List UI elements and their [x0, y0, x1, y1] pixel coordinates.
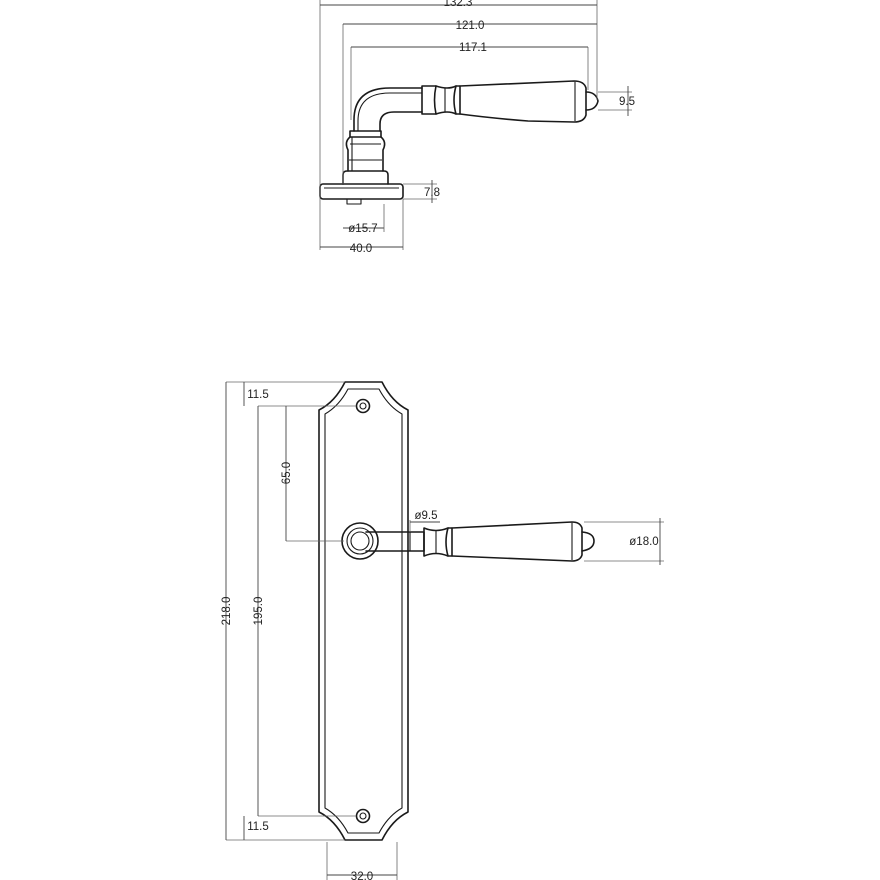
dim-spindle-from-top-hole: 65.0: [281, 462, 293, 484]
side-view: 132.3 121.0 117.1 9.5 7.8 ø15.7 40.0: [319, 0, 635, 255]
side-elbow: [353, 87, 423, 132]
side-rose: [319, 170, 404, 205]
dim-grip-diameter: ø18.0: [629, 536, 658, 548]
dim-front-neck-diameter: ø9.5: [414, 510, 437, 522]
backplate-outline: [318, 381, 409, 841]
front-rose: [341, 522, 379, 560]
side-lever-collar: [421, 85, 461, 115]
dim-neck-diameter: ø15.7: [348, 223, 377, 235]
dim-overall-projection: 132.3: [444, 0, 473, 9]
dim-plate-height: 218.0: [221, 597, 233, 626]
dim-rose-diameter: 40.0: [350, 243, 372, 255]
dim-projection-to-grip: 117.1: [459, 42, 487, 54]
dim-hole-centers: 195.0: [253, 597, 265, 626]
fixing-hole-top: [355, 398, 371, 414]
dim-projection-to-tip: 121.0: [456, 20, 485, 32]
backplate-bevel: [324, 388, 403, 834]
front-view: 218.0 195.0 65.0 11.5 11.5 32.0 ø9.5: [221, 381, 664, 880]
dim-plate-width: 32.0: [351, 871, 373, 880]
dim-rose-thickness: 7.8: [424, 187, 440, 199]
dim-bottom-hole-offset: 11.5: [247, 821, 269, 833]
front-lever: [365, 521, 595, 562]
dim-top-hole-offset: 11.5: [247, 389, 269, 401]
front-dimensions: 218.0 195.0 65.0 11.5 11.5 32.0 ø9.5: [221, 381, 664, 880]
fixing-hole-bottom: [355, 808, 371, 824]
side-neck: [345, 130, 386, 172]
dim-tip-diameter: 9.5: [619, 96, 635, 108]
side-lever-grip: [459, 80, 599, 123]
side-dimensions: 132.3 121.0 117.1 9.5 7.8 ø15.7 40.0: [319, 0, 635, 255]
